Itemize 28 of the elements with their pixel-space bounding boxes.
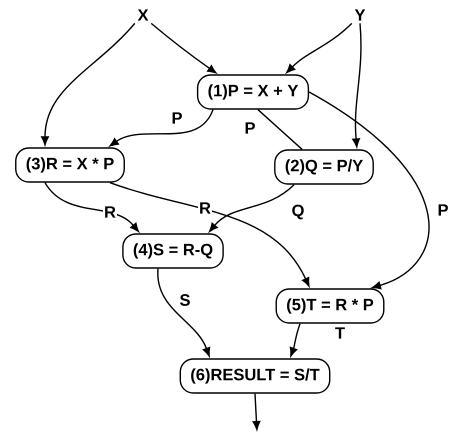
arrow (41, 22, 136, 146)
arrow (352, 23, 362, 148)
edge-label: P (436, 203, 450, 217)
arrow (209, 184, 294, 232)
process-box: (1)P = X + Y (196, 74, 310, 110)
arrow (109, 109, 214, 146)
edge-label: R (103, 205, 117, 219)
process-box: (5)T = R * P (276, 288, 384, 324)
edge-label: Q (290, 204, 306, 220)
edge-label: S (178, 293, 192, 307)
process-box: (6)RESULT = S/T (180, 358, 330, 394)
arrow (290, 323, 301, 356)
process-box: (4)S = R-Q (122, 233, 224, 269)
arrow (150, 22, 217, 74)
arrow (308, 91, 430, 290)
edge-label: P (170, 111, 184, 125)
arrow (286, 22, 352, 74)
input-label: Y (354, 9, 366, 21)
arrow (252, 394, 260, 430)
edge-label: T (334, 326, 346, 340)
input-label: X (138, 9, 148, 21)
process-box: (2)Q = P/Y (274, 149, 374, 185)
arrow (157, 268, 210, 356)
edge-label: R (198, 201, 212, 215)
arrow (44, 182, 139, 232)
arrow (110, 182, 310, 287)
edge-label: P (244, 121, 256, 135)
process-box: (3)R = X * P (15, 147, 125, 183)
